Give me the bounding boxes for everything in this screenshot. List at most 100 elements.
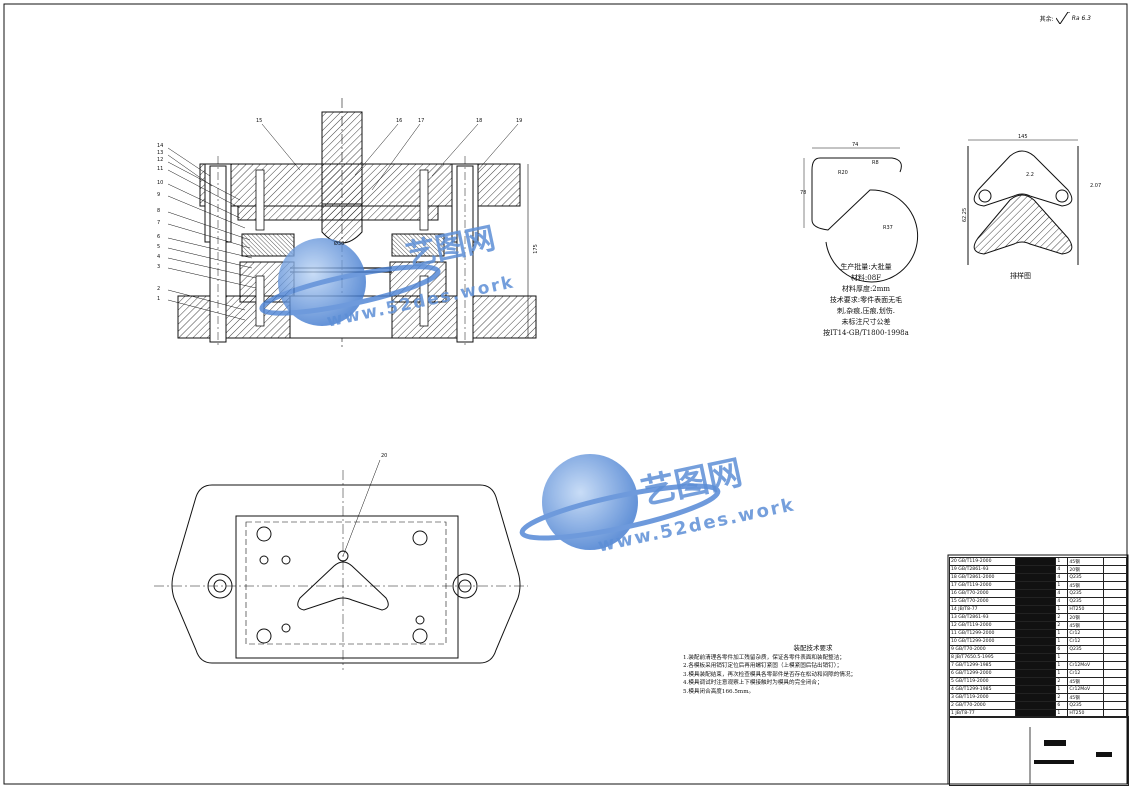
- bom-qty: 1: [1055, 605, 1069, 614]
- title-block: [949, 716, 1129, 786]
- assembly-note: 5.模具闭合高度166.5mm。: [683, 688, 755, 695]
- balloon: 17: [418, 118, 425, 124]
- part-info-line: 材料:08F: [850, 274, 882, 282]
- dim-strip-gap1: 2.2: [1026, 172, 1034, 178]
- part-info-line: 材料厚度:2mm: [841, 285, 891, 293]
- bom-name: [1015, 693, 1057, 702]
- dim-part-r37: R37: [883, 225, 893, 231]
- watermark-globe-2: [519, 454, 721, 550]
- bom-note: [1103, 605, 1127, 614]
- bom-code: 11 GB/T1299-2000: [948, 629, 1017, 638]
- bom-material: Cr12MoV: [1067, 685, 1105, 694]
- part-info-line: 生产批量:大批量: [840, 263, 892, 271]
- watermark-globe-1: [259, 238, 441, 326]
- balloon: 10: [157, 180, 164, 186]
- bom-qty: 4: [1055, 597, 1069, 606]
- bom-code: 9 GB/T70-2000: [948, 645, 1017, 654]
- surface-roughness: 其余: Ra 6.3: [1040, 12, 1091, 24]
- bom-name: [1015, 661, 1057, 670]
- balloon: 1: [157, 296, 161, 302]
- part-info-line: 技术要求:零件表面无毛: [829, 296, 903, 304]
- bom-note: [1103, 637, 1127, 646]
- balloon: 13: [157, 150, 164, 156]
- bom-material: Q235: [1067, 589, 1105, 598]
- bom-material: 20钢: [1067, 613, 1105, 622]
- bom-material: Cr12: [1067, 669, 1105, 678]
- bom-qty: 2: [1055, 693, 1069, 702]
- bom-qty: 1: [1055, 653, 1069, 662]
- bom-material: Cr12: [1067, 637, 1105, 646]
- bom-name: [1015, 589, 1057, 598]
- assembly-note: 4.模具调试时注意观察上下模接触时为模具的完全闭合；: [683, 680, 823, 687]
- bom-qty: 4: [1055, 565, 1069, 574]
- bom-material: 20钢: [1067, 565, 1105, 574]
- bom-code: 13 GB/T2861-93: [948, 613, 1017, 622]
- bom-code: 16 GB/T70-2000: [948, 589, 1017, 598]
- part-view: [803, 147, 919, 283]
- bom-material: 45钢: [1067, 557, 1105, 566]
- bom-name: [1015, 613, 1057, 622]
- bom-qty: 2: [1055, 613, 1069, 622]
- plan-view: [154, 459, 528, 670]
- bom-note: [1103, 621, 1127, 630]
- balloon: 4: [157, 254, 161, 260]
- bom-name: [1015, 701, 1057, 710]
- bom-code: 18 GB/T2861-2000: [948, 573, 1017, 582]
- bom-code: 14 JB/T8-77: [948, 605, 1017, 614]
- bom-name: [1015, 709, 1057, 718]
- dim-strip-pitch: 62.25: [962, 207, 969, 223]
- bom-note: [1103, 613, 1127, 622]
- bom-name: [1015, 653, 1057, 662]
- bom-code: 15 GB/T70-2000: [948, 597, 1017, 606]
- bom-qty: 1: [1055, 637, 1069, 646]
- bom-note: [1103, 589, 1127, 598]
- roughness-icon: [1055, 12, 1070, 24]
- balloon: 8: [157, 208, 161, 214]
- bom-material: Q235: [1067, 573, 1105, 582]
- bom-code: 20 GB/T119-2000: [948, 557, 1017, 566]
- bom-note: [1103, 661, 1127, 670]
- bom-name: [1015, 645, 1057, 654]
- strip-label: 排样图: [1010, 272, 1031, 280]
- bom-code: 3 GB/T119-2000: [948, 693, 1017, 702]
- balloon: 20: [381, 453, 388, 459]
- bom-material: [1067, 653, 1105, 662]
- assembly-note: 1.装配前清理各零件加工残留杂质，保证各零件表面和装配整洁；: [683, 654, 845, 661]
- balloon: 2: [157, 286, 161, 292]
- assembly-note: 2.各模板采用销钉定位后再用螺钉紧固（上模紧固后钻出销钉）；: [683, 663, 843, 670]
- balloon: 16: [396, 118, 403, 124]
- bom-material: HT250: [1067, 605, 1105, 614]
- bom-note: [1103, 677, 1127, 686]
- bom-note: [1103, 701, 1127, 710]
- bom-material: Q235: [1067, 701, 1105, 710]
- bom-note: [1103, 653, 1127, 662]
- bom-name: [1015, 637, 1057, 646]
- balloon: 15: [256, 118, 263, 124]
- bom-code: 10 GB/T1299-2000: [948, 637, 1017, 646]
- balloon: 7: [157, 220, 161, 226]
- bom-code: 19 GB/T2861-93: [948, 565, 1017, 574]
- assembly-notes: 装配技术要求 1.装配前清理各零件加工残留杂质，保证各零件表面和装配整洁； 2.…: [683, 644, 943, 697]
- drawing-frame: [3, 3, 1128, 785]
- bom-material: 45钢: [1067, 621, 1105, 630]
- roughness-value: Ra 6.3: [1071, 14, 1091, 22]
- roughness-prefix: 其余:: [1039, 15, 1054, 23]
- bom-code: 5 GB/T119-2000: [948, 677, 1017, 686]
- dim-part-width: 74: [852, 142, 859, 148]
- balloon: 3: [157, 264, 161, 270]
- bom-qty: 4: [1055, 573, 1069, 582]
- balloon: 14: [157, 143, 164, 149]
- bom-name: [1015, 557, 1057, 566]
